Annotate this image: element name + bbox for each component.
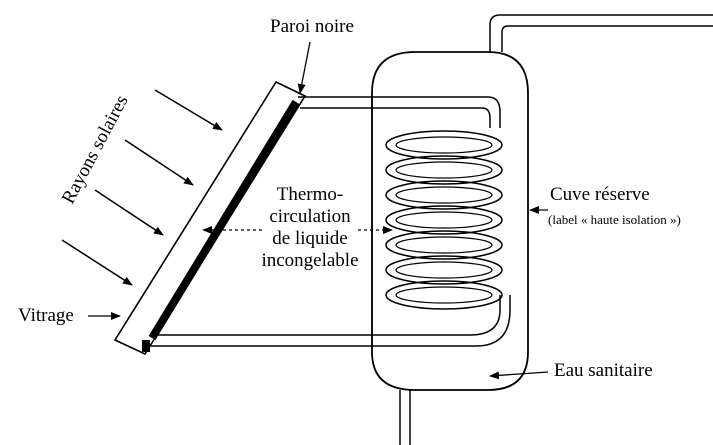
heat-exchanger-coil [385, 130, 503, 310]
solar-ray-4 [61, 239, 133, 286]
solar-ray-2 [124, 139, 194, 186]
coil-turn [395, 161, 493, 179]
coil-turn [395, 186, 493, 204]
coil-turn [385, 130, 503, 160]
solar-ray-3 [94, 189, 164, 236]
label-thermo-2: circulation [269, 206, 351, 227]
coil-turn [395, 211, 493, 229]
label-thermo-1: Thermo- [277, 184, 343, 205]
coil-turn [395, 286, 493, 304]
label-paroi-noire: Paroi noire [270, 16, 354, 37]
coil-turn [385, 280, 503, 310]
top-pipe-loop-inner [300, 107, 491, 128]
coil-turn [385, 180, 503, 210]
panel-foot [142, 340, 150, 352]
label-cuve-reserve: Cuve réserve [550, 184, 650, 205]
coil-turn [385, 205, 503, 235]
glazing-panel [113, 80, 307, 356]
solar-ray-1 [154, 89, 223, 131]
solar-rays [61, 89, 223, 286]
coil-turn [395, 236, 493, 254]
arrow-paroi-noire [297, 41, 311, 94]
bottom-pipe-loop-outer [148, 295, 511, 347]
coil-turn [385, 230, 503, 260]
coil-turn [385, 155, 503, 185]
coil-turn [385, 255, 503, 285]
label-thermo-3: de liquide [272, 228, 347, 249]
label-vitrage: Vitrage [18, 305, 74, 326]
label-eau-sanitaire: Eau sanitaire [554, 360, 653, 381]
top-pipe-outer [489, 14, 713, 52]
bottom-pipe-loop-inner [150, 295, 501, 336]
coil-turn [395, 261, 493, 279]
black-absorber-wall [148, 99, 300, 341]
top-pipe-inner [501, 25, 713, 52]
storage-tank [371, 51, 529, 391]
label-cuve-isolation: (label « haute isolation ») [548, 212, 681, 227]
arrow-eau-sanitaire [489, 371, 549, 380]
top-pipe-loop-outer [298, 96, 501, 128]
label-thermo-4: incongelable [261, 250, 358, 271]
circulation-pipes [148, 96, 511, 347]
coil-turn [395, 136, 493, 154]
